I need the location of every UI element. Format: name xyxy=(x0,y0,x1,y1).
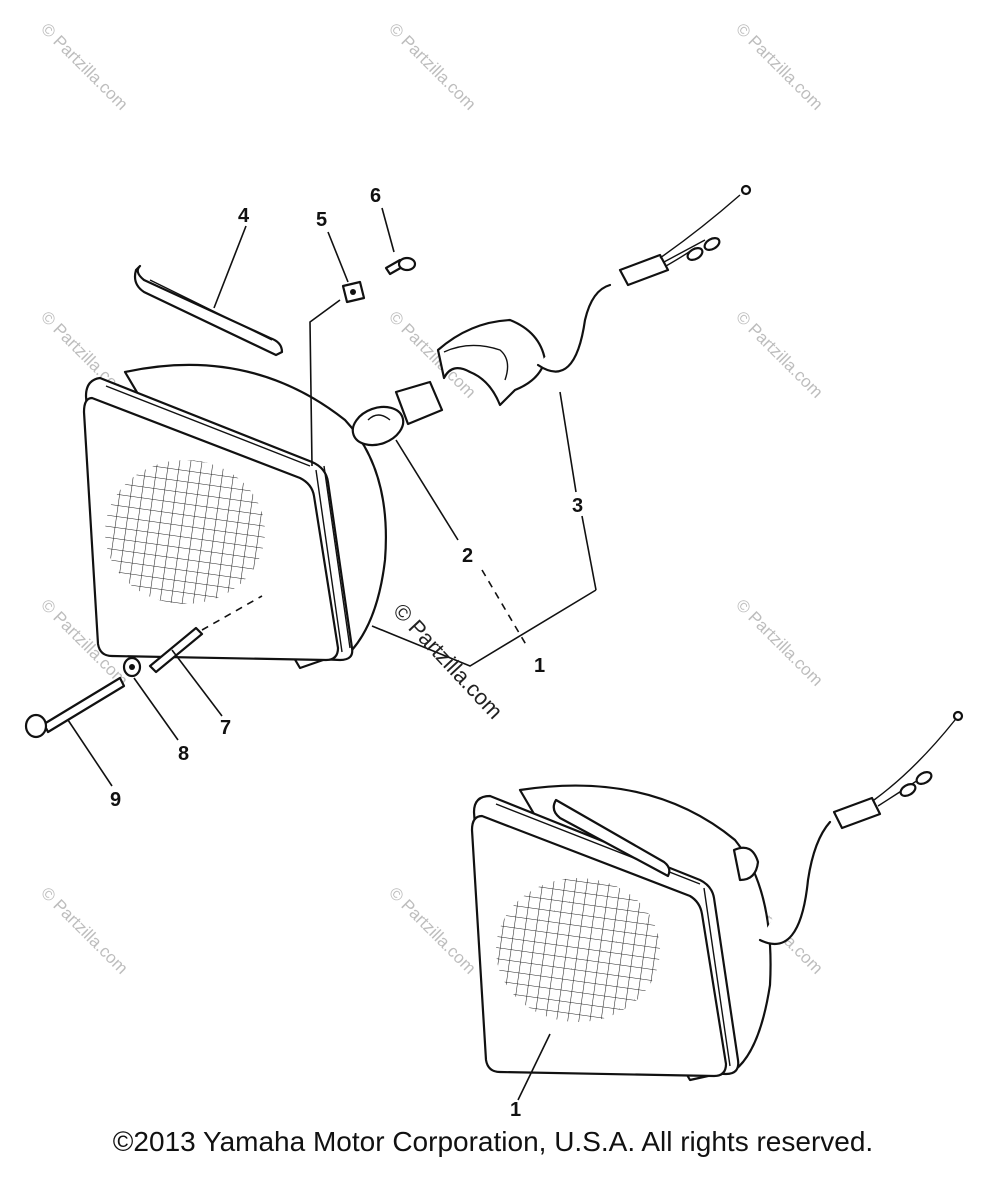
bulb-filament xyxy=(367,414,391,421)
screw-head xyxy=(397,256,417,272)
callout-6: 6 xyxy=(370,185,381,207)
callout-5: 5 xyxy=(316,209,327,231)
rim-edge-line xyxy=(703,887,731,1067)
leader-line-1-up xyxy=(371,589,597,667)
watermark: © Partzilla.com xyxy=(37,883,131,977)
watermark: © Partzilla.com xyxy=(37,19,131,113)
callout-9: 9 xyxy=(110,789,121,811)
cord-wire xyxy=(663,239,706,263)
leader-line-2 xyxy=(395,439,459,541)
wire-terminal xyxy=(686,247,704,261)
leader-line-1-bottom xyxy=(517,1033,551,1101)
cord-2 xyxy=(758,820,832,946)
leader-line-5 xyxy=(327,231,349,283)
leader-line-6 xyxy=(381,207,395,253)
wire-terminal xyxy=(899,783,917,797)
watermark: © Partzilla.com xyxy=(732,19,826,113)
wire-terminal xyxy=(703,237,721,251)
wire-terminal xyxy=(952,710,964,722)
leader-line-8 xyxy=(133,677,179,741)
rim-edge-line xyxy=(105,385,311,467)
callout-3: 3 xyxy=(572,495,583,517)
watermark: © Partzilla.com xyxy=(732,595,826,689)
cord-wire xyxy=(873,719,956,801)
watermark: © Partzilla.com xyxy=(385,19,479,113)
cord-wire xyxy=(877,779,919,807)
cord xyxy=(536,283,612,373)
leader-line-3 xyxy=(559,391,577,493)
nut-hole xyxy=(350,289,356,295)
callout-7: 7 xyxy=(220,717,231,739)
rim-edge-line xyxy=(323,465,351,649)
bolt xyxy=(42,676,126,734)
leader-line-9 xyxy=(67,719,113,787)
lens-grid-pattern-2 xyxy=(496,878,660,1022)
leader-line-5b xyxy=(309,299,341,467)
rim-clip-2 xyxy=(552,798,671,878)
washer-hole xyxy=(129,664,135,670)
bulb-base xyxy=(394,380,444,426)
wire-terminal xyxy=(740,184,752,196)
socket-bump xyxy=(732,846,760,882)
callout-1-bottom: 1 xyxy=(510,1099,521,1121)
leader-line-3b xyxy=(581,515,597,591)
lens-grid-pattern xyxy=(105,460,265,604)
cord-connector xyxy=(618,253,670,287)
cord-connector-2 xyxy=(832,796,882,830)
watermark: © Partzilla.com xyxy=(732,307,826,401)
leader-line-2b xyxy=(481,569,529,649)
bolt-head xyxy=(24,713,48,739)
screw-axis-line xyxy=(201,595,263,631)
screw-long xyxy=(148,626,204,674)
rim-clip xyxy=(133,264,284,357)
rim-clip-detail xyxy=(149,279,273,341)
bulb-glass xyxy=(351,405,405,447)
wire-terminal xyxy=(915,771,933,785)
center-watermark: © Partzilla.com xyxy=(388,598,507,723)
watermark: © Partzilla.com xyxy=(385,883,479,977)
socket-cover xyxy=(436,318,547,407)
socket-rim xyxy=(443,344,509,381)
copyright-footer: ©2013 Yamaha Motor Corporation, U.S.A. A… xyxy=(112,1126,874,1157)
rim-edge-line xyxy=(315,469,343,653)
leader-line-7 xyxy=(171,649,223,717)
callout-1-top: 1 xyxy=(534,655,545,677)
cord-wire xyxy=(659,194,741,259)
leader-line-4 xyxy=(213,225,247,309)
callout-2: 2 xyxy=(462,545,473,567)
callout-4: 4 xyxy=(238,205,250,227)
callout-8: 8 xyxy=(178,743,189,765)
